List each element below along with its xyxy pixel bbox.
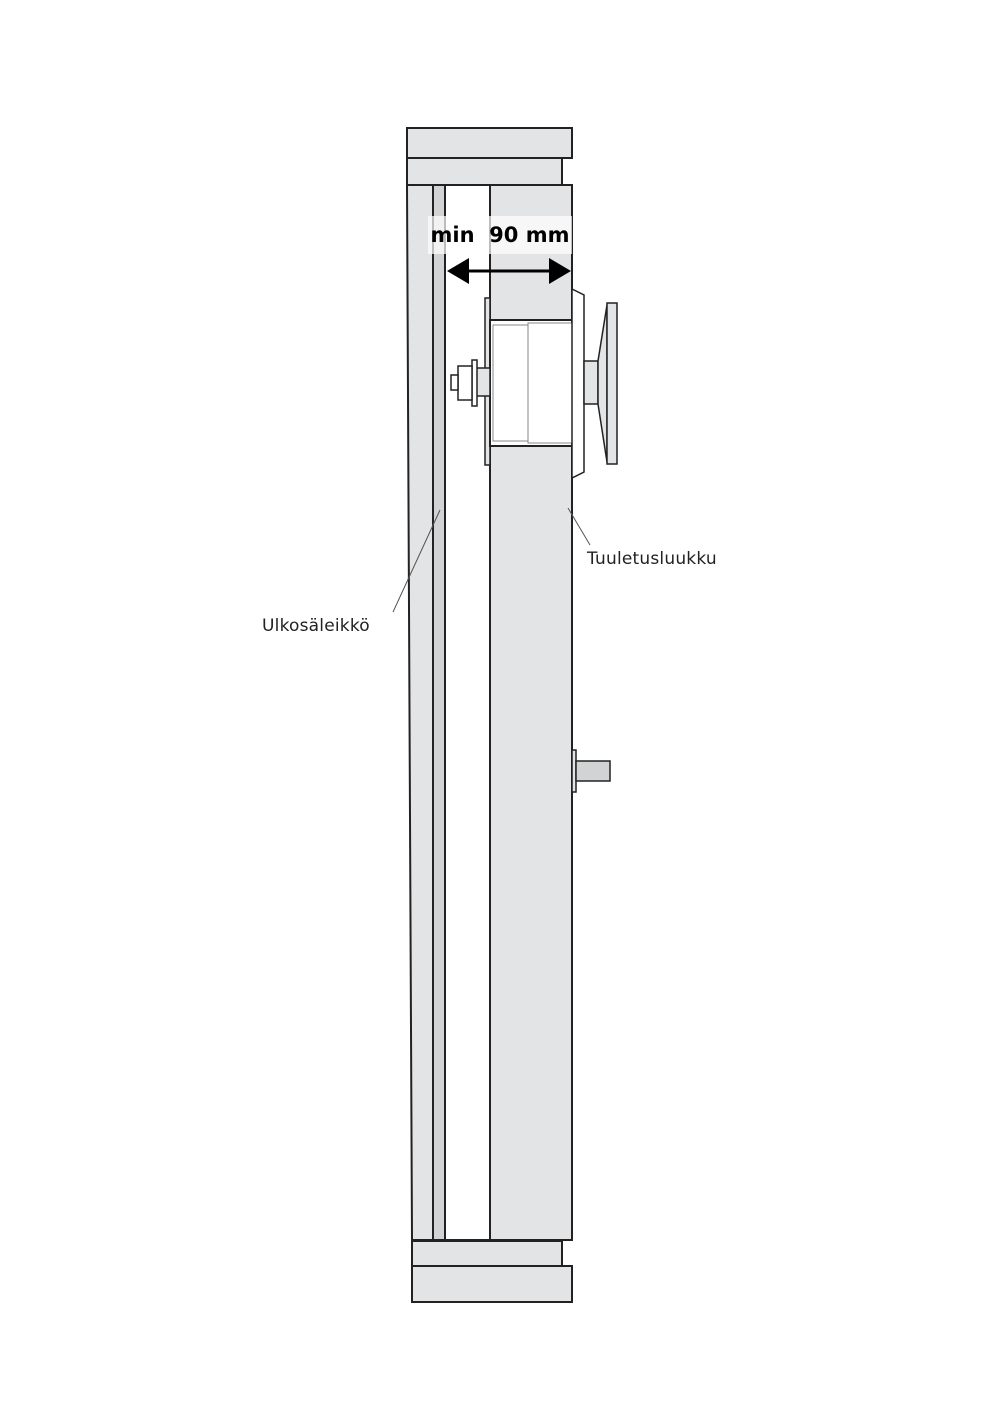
dimension-arrow (447, 258, 571, 284)
vent-label: Tuuletusluukku (587, 549, 717, 569)
housing-inner-left (492, 324, 529, 442)
grille-leader-line (392, 509, 441, 613)
vent-leader-line (567, 507, 591, 546)
nut (457, 365, 473, 401)
top-cap (406, 127, 573, 159)
knob-disc-cone (597, 304, 608, 463)
housing-inner-right (527, 322, 573, 444)
dimension-label: min 90 mm (428, 216, 572, 254)
bolt-end (450, 374, 459, 391)
knob-disc (606, 302, 618, 465)
bottom-inner-cap (411, 1240, 563, 1267)
knob-base (571, 287, 585, 480)
bottom-cap (411, 1265, 573, 1303)
top-inner-cap (406, 157, 563, 186)
outer-frame-left (405, 184, 434, 1241)
air-gap (444, 184, 491, 1241)
knob-stem (583, 360, 599, 405)
grille-bar (432, 184, 446, 1241)
pin (575, 760, 611, 782)
grille-label: Ulkosäleikkö (262, 616, 370, 636)
